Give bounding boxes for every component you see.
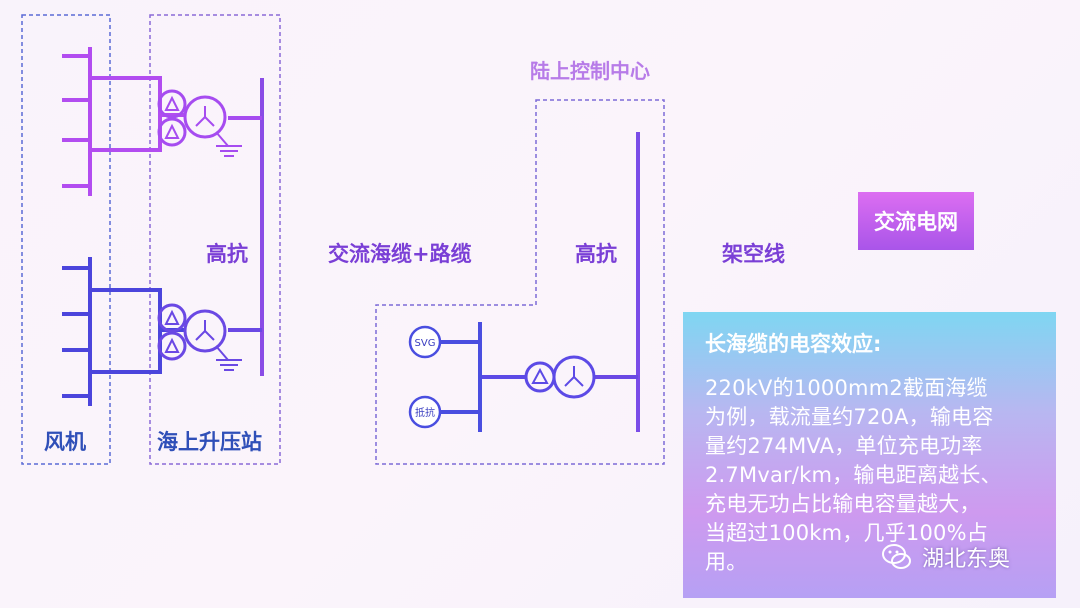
onshore-center-label: 陆上控制中心	[530, 59, 650, 83]
info-title: 长海缆的电容效应:	[705, 332, 882, 356]
info-line: 为例，载流量约720A，输电容	[705, 405, 994, 429]
offshore-station-label: 海上升压站	[157, 430, 262, 454]
wind-turbines-label: 风机	[44, 430, 86, 454]
high-reactor-right-label: 高抗	[575, 242, 617, 266]
info-line: 220kV的1000mm2截面海缆	[705, 376, 988, 400]
onshore-center-box	[375, 99, 665, 465]
lower-transformer	[157, 303, 242, 371]
offshore-station-box	[149, 14, 281, 465]
svg-device-label: SVG	[415, 338, 436, 349]
info-line: 当超过100km，几乎100%占	[705, 521, 988, 545]
reactor-device-icon: 抵抗	[408, 395, 442, 429]
onshore-transformer	[524, 355, 596, 399]
cable-label: 交流海缆+路缆	[328, 242, 472, 266]
watermark: 湖北东奥	[880, 540, 1010, 574]
lower-turbine-feeders	[62, 257, 185, 406]
wechat-icon	[882, 544, 911, 569]
watermark-text: 湖北东奥	[922, 547, 1011, 572]
info-line: 量约274MVA，单位充电功率	[705, 434, 983, 458]
info-panel: 长海缆的电容效应: 220kV的1000mm2截面海缆 为例，载流量约720A，…	[683, 312, 1056, 598]
ac-grid-label: 交流电网	[874, 210, 958, 234]
overhead-line-label: 架空线	[722, 242, 785, 266]
info-body: 220kV的1000mm2截面海缆 为例，载流量约720A，输电容 量约274M…	[705, 374, 1034, 577]
ac-grid-box: 交流电网	[858, 192, 974, 250]
wind-turbine-group-box	[21, 14, 111, 465]
high-reactor-left-label: 高抗	[206, 242, 248, 266]
reactor-device-label: 抵抗	[415, 406, 435, 419]
info-line: 充电无功占比输电容量越大，	[705, 492, 981, 516]
upper-transformer	[157, 89, 242, 157]
info-line: 用。	[705, 550, 748, 574]
svg-device-icon: SVG	[408, 325, 442, 359]
info-line: 2.7Mvar/km，输电距离越长、	[705, 463, 1002, 487]
